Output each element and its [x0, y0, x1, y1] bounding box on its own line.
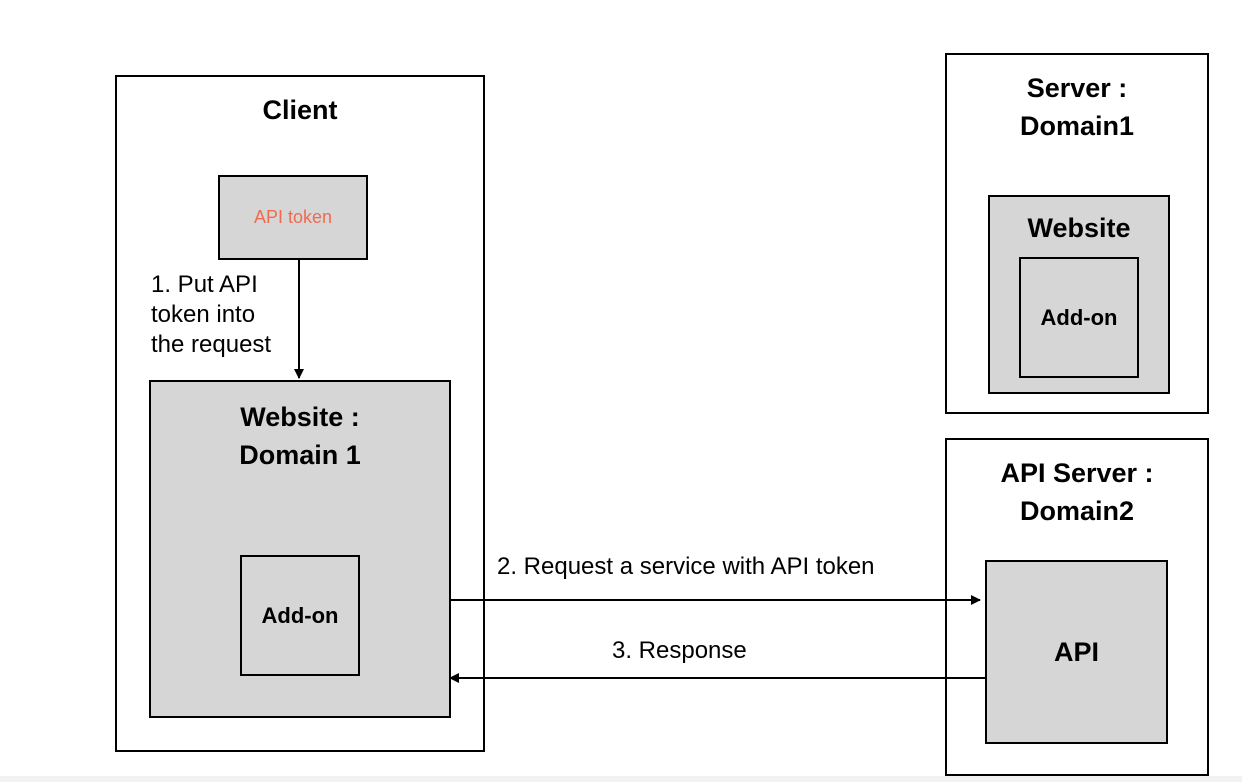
server-title-line: Server : [1026, 73, 1128, 103]
client-title: Client [262, 95, 338, 125]
api-box: API [985, 560, 1168, 744]
api-label: API [1053, 637, 1099, 667]
server-title-line: Domain1 [1019, 111, 1135, 141]
server-addon-box: Add-on [1019, 257, 1139, 378]
server-website-title: Website [1027, 213, 1131, 243]
step1-label-line: token into [151, 301, 256, 328]
step1-label: 1. Put API token into the request [151, 270, 271, 360]
server-addon-label: Add-on [1040, 305, 1118, 330]
client-website-title-line: Website : [240, 402, 360, 432]
step1-label-line: 1. Put API [151, 271, 258, 298]
response-edge-label: 3. Response [612, 637, 747, 664]
client-website-title: Website : Domain 1 [151, 398, 449, 474]
api-server-title: API Server : Domain2 [947, 454, 1207, 530]
client-addon-label: Add-on [261, 603, 339, 628]
bottom-strip [0, 776, 1242, 782]
api-server-title-line: Domain2 [1019, 496, 1135, 526]
api-token-label: API token [253, 207, 333, 227]
api-server-title-line: API Server : [1000, 458, 1154, 488]
request-edge-label: 2. Request a service with API token [497, 553, 875, 580]
client-website-title-line: Domain 1 [239, 440, 361, 470]
step1-label-line: the request [151, 331, 272, 358]
api-token-box: API token [218, 175, 368, 260]
client-addon-box: Add-on [240, 555, 360, 676]
server-title: Server : Domain1 [947, 69, 1207, 145]
